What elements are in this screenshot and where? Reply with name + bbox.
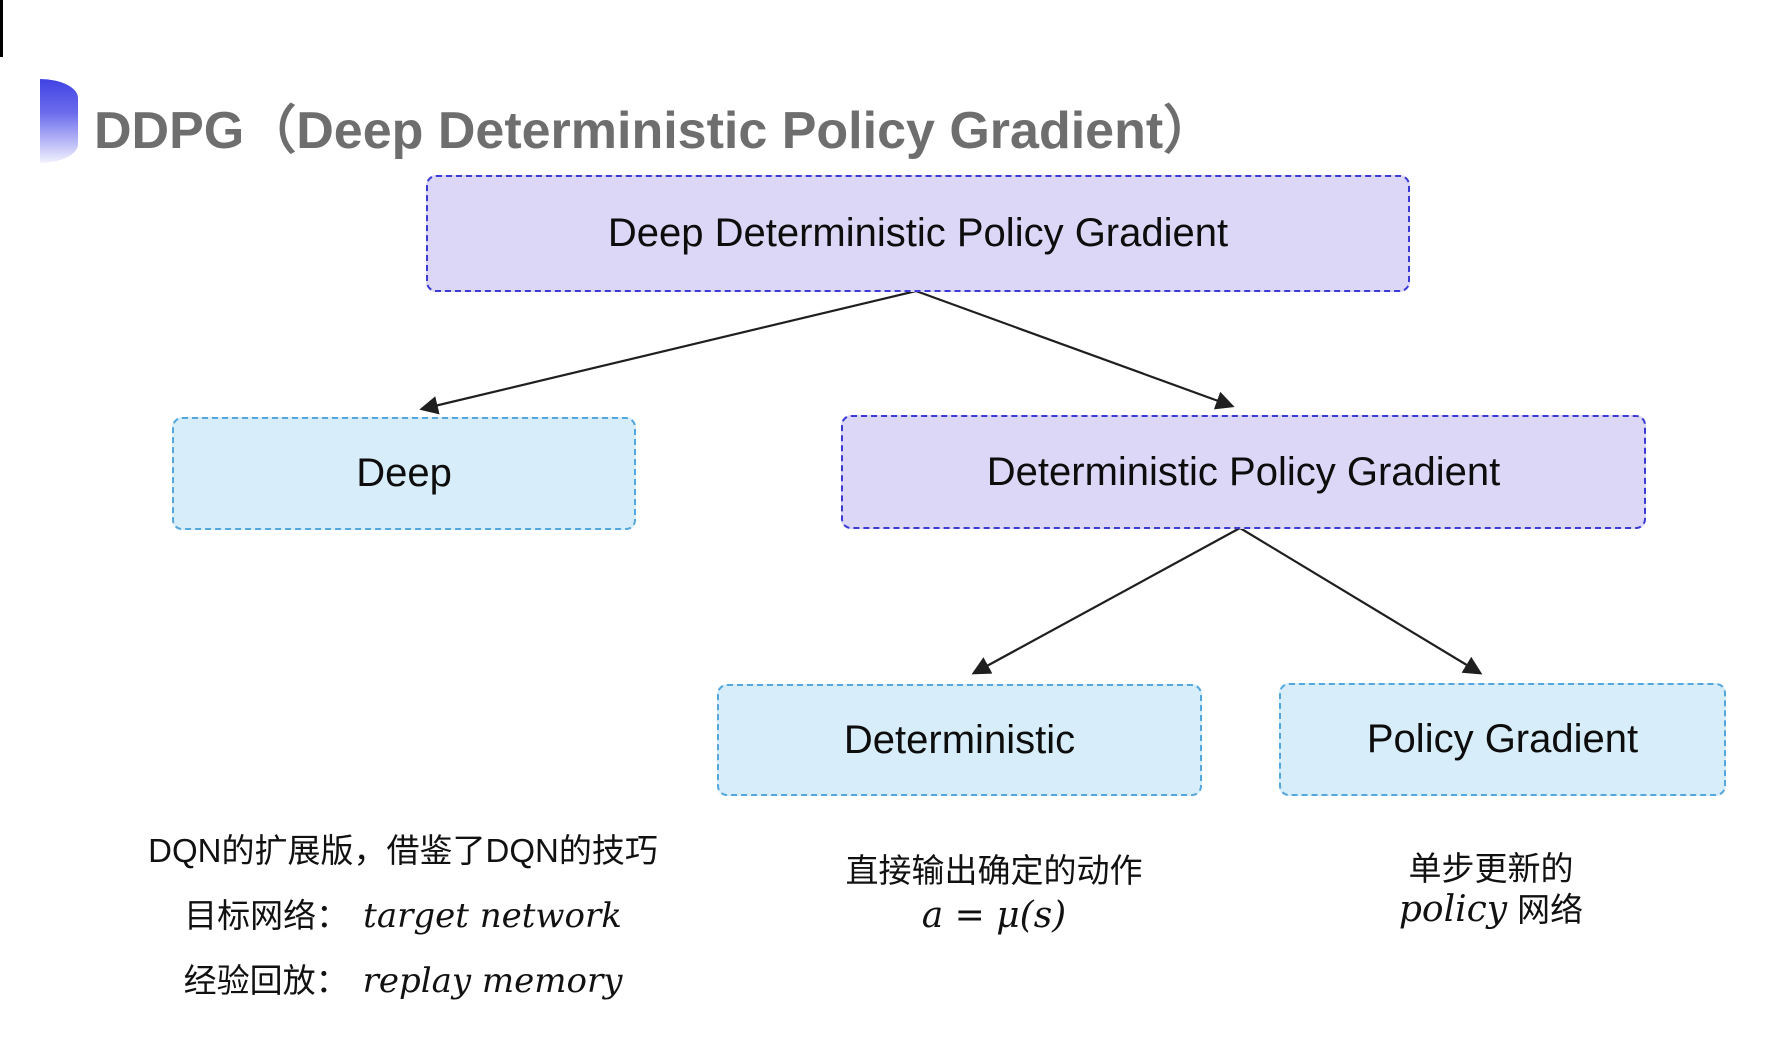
note-deep-line3: 经验回放： replay memory xyxy=(183,961,623,1001)
node-deterministic-policy-gradient: Deterministic Policy Gradient xyxy=(841,415,1646,529)
node-deterministic-label: Deterministic xyxy=(843,717,1076,762)
node-root-label: Deep Deterministic Policy Gradient xyxy=(607,211,1229,255)
note-pg-line1: 单步更新的 xyxy=(1408,850,1574,887)
left-edge-mark xyxy=(0,0,3,57)
note-pg-line2-italic: policy xyxy=(1398,889,1508,930)
node-policy-gradient-label: Policy Gradient xyxy=(1366,717,1639,761)
node-deep-label: Deep xyxy=(356,451,452,495)
note-deterministic-formula: a = μ(s) xyxy=(921,895,1067,936)
note-deterministic-action: 直接输出确定的动作 a = μ(s) xyxy=(794,853,1194,936)
arrow-root-to-deep xyxy=(419,289,917,415)
note-deterministic-line1: 直接输出确定的动作 xyxy=(845,852,1143,889)
note-deep-line3-label: 经验回放： xyxy=(183,962,349,999)
node-dpg-label: Deterministic Policy Gradient xyxy=(986,449,1501,494)
node-deep: Deep xyxy=(172,417,636,530)
note-deep-line3-value: replay memory xyxy=(362,961,623,1001)
note-deep-line2: 目标网络： target network xyxy=(184,896,622,936)
note-deep-line2-value: target network xyxy=(363,896,622,936)
note-deep-line1: DQN的扩展版，借鉴了DQN的技巧 xyxy=(148,832,658,869)
arrow-root-to-dpg xyxy=(915,289,1235,410)
arrow-dpg-to-policy-gradient xyxy=(1239,527,1483,675)
note-deep-line2-label: 目标网络： xyxy=(184,897,350,934)
title-bullet-icon xyxy=(40,79,78,163)
page-title: DDPG（Deep Deterministic Policy Gradient） xyxy=(94,102,1216,160)
node-policy-gradient: Policy Gradient xyxy=(1279,683,1726,796)
node-root-ddpg: Deep Deterministic Policy Gradient xyxy=(426,175,1410,292)
note-pg-line2-rest: 网络 xyxy=(1517,891,1584,928)
note-deep-dqn: DQN的扩展版，借鉴了DQN的技巧 目标网络： target network 经验… xyxy=(103,832,703,1001)
node-deterministic: Deterministic xyxy=(717,684,1202,796)
arrow-dpg-to-deterministic xyxy=(971,527,1241,675)
